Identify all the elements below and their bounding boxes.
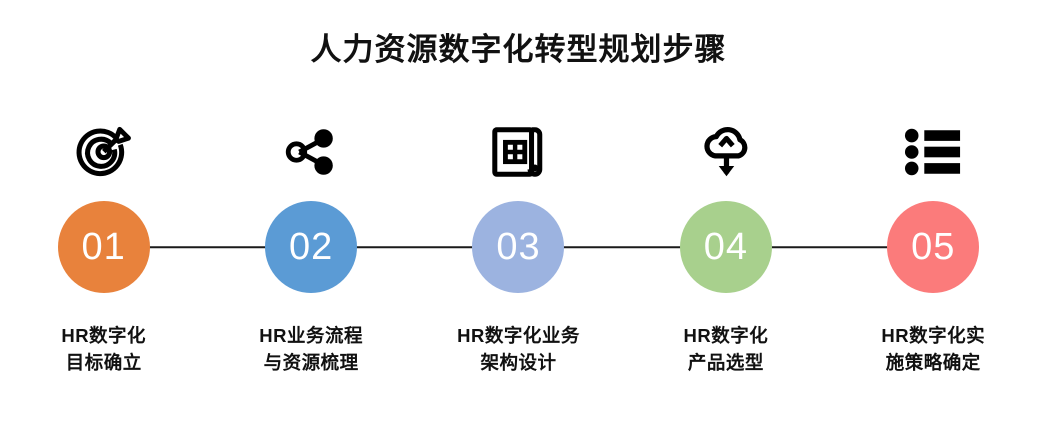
circle-row-02: 02 bbox=[207, 192, 519, 302]
bullet-list-icon bbox=[902, 112, 964, 192]
step-number-badge-02[interactable]: 02 bbox=[265, 201, 358, 293]
step-label-05: HR数字化实 施策略确定 bbox=[881, 325, 986, 373]
step-number-04: 04 bbox=[703, 225, 748, 268]
step-number-badge-01[interactable]: 01 bbox=[57, 201, 150, 293]
step-label-04: HR数字化 产品选型 bbox=[683, 325, 769, 373]
connector-line-03-04 bbox=[518, 246, 726, 248]
share-network-icon bbox=[280, 112, 342, 192]
connector-line-01-02 bbox=[103, 246, 312, 248]
blueprint-icon bbox=[489, 112, 547, 192]
step-label-01: HR数字化 目标确立 bbox=[61, 325, 147, 373]
step-label-03: HR数字化业务 架构设计 bbox=[457, 325, 580, 373]
connector-line-02-03 bbox=[311, 246, 519, 248]
step-number-03: 03 bbox=[496, 225, 541, 268]
step-number-badge-04[interactable]: 04 bbox=[679, 201, 772, 293]
step-item-01[interactable]: 01 HR数字化 目标确立 bbox=[0, 112, 312, 376]
step-number-badge-05[interactable]: 05 bbox=[887, 201, 980, 293]
step-item-05[interactable]: 05 HR数字化实 施策略确定 bbox=[830, 112, 1037, 376]
cloud-download-icon bbox=[696, 112, 756, 192]
step-item-04[interactable]: 04 HR数字化 产品选型 bbox=[622, 112, 934, 376]
connector-line-04-05 bbox=[725, 246, 934, 248]
step-number-01: 01 bbox=[81, 225, 126, 268]
step-item-03[interactable]: 03 HR数字化业务 架构设计 bbox=[415, 112, 726, 376]
step-number-02: 02 bbox=[288, 225, 334, 268]
circle-row-01: 01 bbox=[0, 192, 312, 302]
circle-row-04: 04 bbox=[622, 192, 934, 302]
circle-row-05: 05 bbox=[830, 192, 1037, 302]
steps-row: 01 HR数字化 目标确立 bbox=[0, 112, 1037, 412]
step-number-05: 05 bbox=[911, 225, 956, 268]
circle-row-03: 03 bbox=[415, 192, 726, 302]
step-number-badge-03[interactable]: 03 bbox=[472, 201, 565, 293]
step-item-02[interactable]: 02 HR业务流程 与资源梳理 bbox=[207, 112, 519, 376]
target-arrow-icon bbox=[73, 112, 135, 192]
page-title: 人力资源数字化转型规划步骤 bbox=[310, 32, 727, 67]
step-label-02: HR业务流程 与资源梳理 bbox=[259, 325, 363, 373]
